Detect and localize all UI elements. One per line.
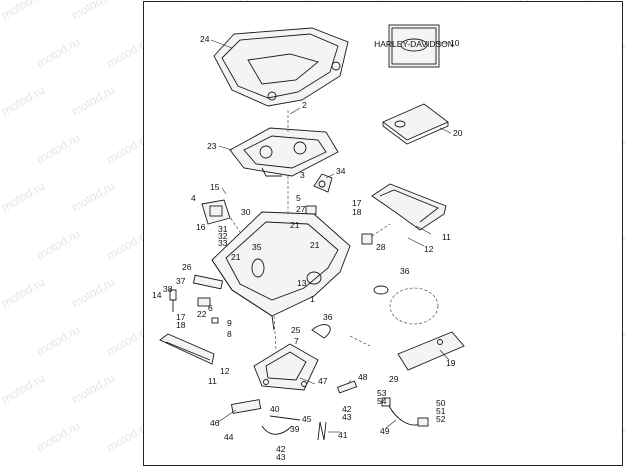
callout-19: 19 [446, 358, 456, 368]
callout-11a: 11 [442, 232, 451, 242]
assembly-line-5 [349, 335, 371, 347]
part-strap-plate [397, 331, 465, 371]
part-box-body [211, 211, 351, 331]
part-owners-manual: HARLEY-DAVIDSON [374, 24, 454, 68]
part-mounting-plate [253, 343, 319, 391]
assembly-line-4 [227, 213, 241, 233]
part-screw-9 [211, 317, 219, 324]
callout-23: 23 [207, 141, 217, 151]
callout-21c: 21 [310, 240, 320, 250]
callout-43b: 43 [276, 452, 286, 462]
callout-48: 48 [358, 372, 368, 382]
callout-16: 16 [196, 222, 206, 232]
callout-35: 35 [252, 242, 262, 252]
part-trim-strip-right [371, 183, 447, 231]
callout-13: 13 [297, 278, 307, 288]
part-reflector [192, 274, 224, 290]
part-trim-strip-left [159, 333, 215, 365]
assembly-line-6 [371, 223, 391, 237]
callout-15: 15 [210, 182, 220, 192]
callout-17b: 17 [176, 312, 186, 322]
part-lock-plate [197, 297, 211, 307]
callout-18: 18 [352, 207, 362, 217]
part-spring [317, 421, 327, 441]
callout-18b: 18 [176, 320, 186, 330]
callout-29: 29 [389, 374, 399, 384]
callout-22: 22 [197, 309, 207, 319]
callout-26: 26 [182, 262, 192, 272]
callout-49: 49 [380, 426, 390, 436]
callout-45: 45 [302, 414, 312, 424]
part-wire-lead-2 [269, 415, 301, 421]
part-latch-cover [313, 173, 333, 193]
part-lamp-housing [230, 399, 262, 414]
callout-7: 7 [294, 336, 299, 346]
callout-4: 4 [191, 193, 196, 203]
part-clip-48 [336, 380, 358, 394]
callout-3: 3 [300, 170, 305, 180]
callout-12a: 12 [424, 244, 434, 254]
callout-17: 17 [352, 198, 362, 208]
callout-1: 1 [310, 294, 315, 304]
callout-53: 53 [377, 388, 387, 398]
callout-5: 5 [296, 193, 301, 203]
callout-2: 2 [302, 100, 307, 110]
manual-badge: HARLEY-DAVIDSON [374, 39, 454, 49]
part-bracket [361, 233, 373, 245]
callout-52: 52 [436, 414, 446, 424]
callout-42a: 42 [342, 404, 352, 414]
callout-37: 37 [176, 276, 186, 286]
callout-11b: 11 [208, 376, 217, 386]
callout-40: 40 [270, 404, 280, 414]
callout-54: 54 [377, 396, 387, 406]
callout-44: 44 [224, 432, 234, 442]
part-bolt [169, 289, 177, 312]
callout-21a: 21 [290, 220, 300, 230]
callout-10: 10 [450, 38, 460, 48]
callout-21b: 21 [231, 252, 241, 262]
callout-24: 24 [200, 34, 210, 44]
callout-39: 39 [290, 424, 300, 434]
callout-33: 33 [218, 238, 228, 248]
part-lid-panel [229, 127, 339, 177]
callout-36a: 36 [400, 266, 410, 276]
part-tray-top [213, 27, 349, 107]
callout-20: 20 [453, 128, 463, 138]
part-wire-harness [381, 397, 429, 427]
callout-31: 31 [218, 224, 228, 234]
part-booklet [382, 103, 449, 145]
part-seal-ring [389, 287, 439, 325]
callout-51: 51 [436, 406, 446, 416]
callout-28: 28 [376, 242, 386, 252]
leader-lines [210, 39, 452, 433]
callout-50: 50 [436, 398, 446, 408]
callout-38: 38 [163, 284, 173, 294]
part-grommet [373, 285, 389, 295]
callout-8: 8 [227, 329, 232, 339]
callout-32: 32 [218, 231, 228, 241]
callout-46: 46 [210, 418, 220, 428]
callout-6: 6 [208, 303, 213, 313]
callout-12b: 12 [220, 366, 230, 376]
diagram-frame [143, 1, 623, 466]
callout-9: 9 [227, 318, 232, 328]
callout-14: 14 [152, 290, 162, 300]
callout-25: 25 [291, 325, 301, 335]
part-clip [305, 205, 317, 215]
callout-30: 30 [241, 207, 251, 217]
callout-42b: 42 [276, 444, 286, 454]
callout-47: 47 [318, 376, 328, 386]
callout-labels: 24 10 2 20 23 3 34 15 5 27 4 30 17 18 16… [152, 34, 463, 462]
callout-27: 27 [296, 204, 306, 214]
part-wire-lead [261, 425, 293, 435]
callout-41: 41 [338, 430, 348, 440]
assembly-line-3 [273, 315, 277, 351]
part-hinge-plate [201, 199, 231, 225]
callout-43a: 43 [342, 412, 352, 422]
callout-34: 34 [336, 166, 346, 176]
part-cable-loop [311, 324, 331, 339]
callout-36b: 36 [323, 312, 333, 322]
